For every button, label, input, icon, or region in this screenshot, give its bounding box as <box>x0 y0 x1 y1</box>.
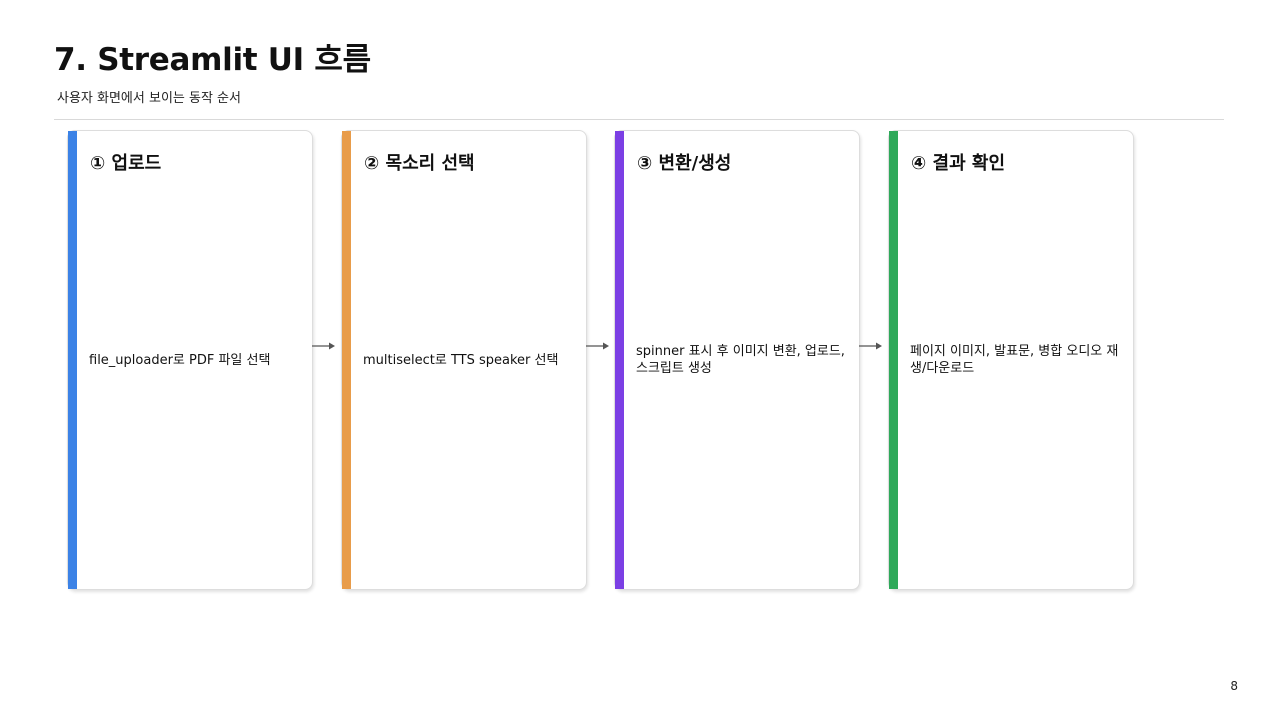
step-card-result: ④ 결과 확인 페이지 이미지, 발표문, 병합 오디오 재생/다운로드 <box>888 130 1134 590</box>
step-description-text: file_uploader로 PDF 파일 선택 <box>89 352 271 368</box>
step-description: spinner 표시 후 이미지 변환, 업로드, 스크립트 생성 <box>636 131 845 589</box>
step-card-upload: ① 업로드 file_uploader로 PDF 파일 선택 <box>67 130 313 590</box>
arrow-head <box>329 342 335 350</box>
step-description: 페이지 이미지, 발표문, 병합 오디오 재생/다운로드 <box>910 131 1119 589</box>
flow-arrow-icon <box>859 342 882 350</box>
page-number: 8 <box>1230 679 1238 693</box>
step-accent-bar <box>889 131 898 589</box>
step-description-text: spinner 표시 후 이미지 변환, 업로드, 스크립트 생성 <box>636 344 845 376</box>
step-card-convert: ③ 변환/생성 spinner 표시 후 이미지 변환, 업로드, 스크립트 생… <box>614 130 860 590</box>
page-subtitle: 사용자 화면에서 보이는 동작 순서 <box>57 91 241 106</box>
flow-arrow-icon <box>312 342 335 350</box>
step-description: file_uploader로 PDF 파일 선택 <box>89 131 298 589</box>
step-accent-bar <box>342 131 351 589</box>
step-accent-bar <box>68 131 77 589</box>
arrow-head <box>603 342 609 350</box>
flow-arrow-icon <box>586 342 609 350</box>
step-title: ② 목소리 선택 <box>364 153 475 174</box>
step-accent-bar <box>615 131 624 589</box>
header-divider <box>54 119 1224 120</box>
page-title: 7. Streamlit UI 흐름 <box>54 42 371 78</box>
step-card-voice: ② 목소리 선택 multiselect로 TTS speaker 선택 <box>341 130 587 590</box>
arrow-head <box>876 342 882 350</box>
step-description-text: multiselect로 TTS speaker 선택 <box>363 352 559 368</box>
step-title: ① 업로드 <box>90 153 162 174</box>
step-title: ④ 결과 확인 <box>911 153 1006 174</box>
step-description-text: 페이지 이미지, 발표문, 병합 오디오 재생/다운로드 <box>910 344 1119 376</box>
step-description: multiselect로 TTS speaker 선택 <box>363 131 572 589</box>
step-title: ③ 변환/생성 <box>637 153 732 174</box>
